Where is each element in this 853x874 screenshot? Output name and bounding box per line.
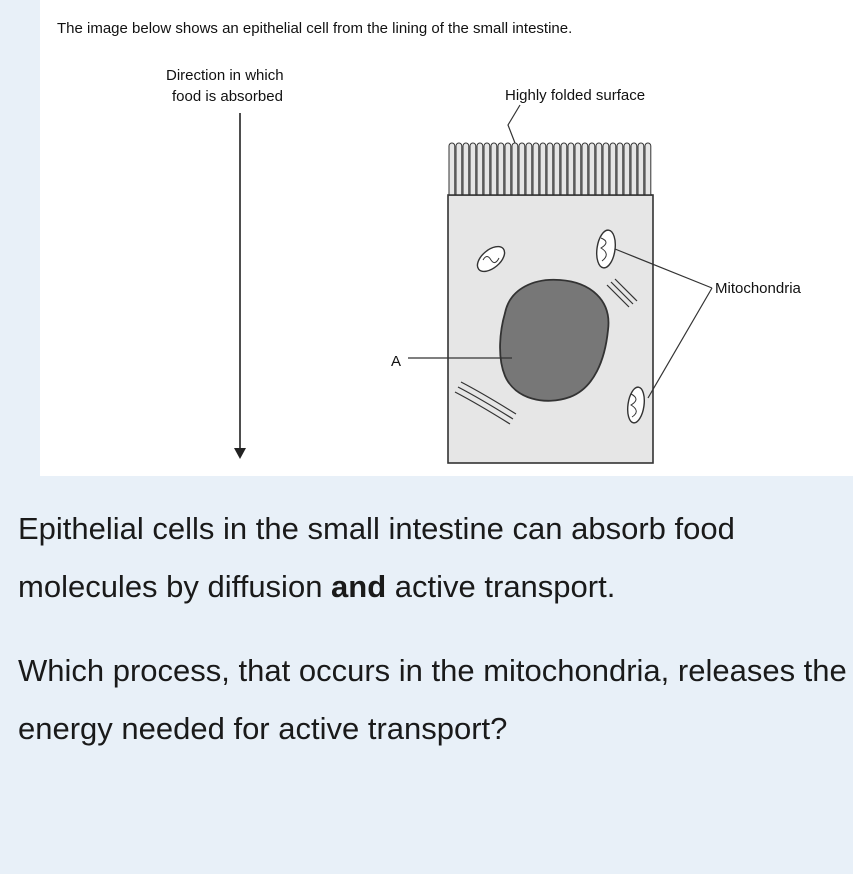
microvillus <box>644 142 652 195</box>
direction-label-line2: food is absorbed <box>172 88 283 105</box>
intro-text-part2: active transport. <box>386 569 616 604</box>
microvillus <box>602 142 610 195</box>
mitochondrion-icon <box>476 245 506 273</box>
direction-arrow <box>234 113 246 459</box>
microvilli <box>448 142 652 196</box>
microvillus <box>609 142 617 195</box>
microvillus <box>553 142 561 195</box>
microvillus <box>560 142 568 195</box>
cell-diagram: The image below shows an epithelial cell… <box>57 20 802 464</box>
intro-text-part1: Epithelial cells in the small intestine … <box>18 511 735 604</box>
mitochondria-label: Mitochondria <box>715 280 802 297</box>
microvillus <box>616 142 624 195</box>
question-area: Epithelial cells in the small intestine … <box>18 500 848 758</box>
question-prompt: Which process, that occurs in the mitoch… <box>18 653 847 746</box>
microvillus <box>511 142 519 195</box>
microvillus <box>623 142 631 195</box>
microvillus <box>462 142 470 195</box>
microvillus <box>504 142 512 195</box>
mitochondria-leader-upper <box>614 248 713 289</box>
nucleus <box>499 278 610 402</box>
direction-label-line1: Direction in which <box>166 67 284 84</box>
surface-leader-line <box>507 104 521 144</box>
mitochondrion-cross-section <box>454 381 517 425</box>
microvillus <box>455 142 463 195</box>
nucleus-label-a: A <box>391 353 401 370</box>
microvillus <box>483 142 491 195</box>
mitochondrion-cross-section <box>606 278 638 308</box>
microvillus <box>574 142 582 195</box>
intro-paragraph: Epithelial cells in the small intestine … <box>18 500 848 616</box>
microvillus <box>469 142 477 195</box>
microvillus <box>448 142 456 195</box>
epithelial-cell <box>447 142 654 464</box>
microvillus <box>588 142 596 195</box>
mitochondrion-icon <box>626 386 646 424</box>
microvillus <box>532 142 540 195</box>
microvillus <box>595 142 603 195</box>
microvillus <box>567 142 575 195</box>
intro-bold-and: and <box>331 569 387 604</box>
microvillus <box>630 142 638 195</box>
figure-caption: The image below shows an epithelial cell… <box>57 20 572 37</box>
microvillus <box>637 142 645 195</box>
microvillus <box>546 142 554 195</box>
microvillus <box>490 142 498 195</box>
figure-panel <box>40 0 853 476</box>
microvillus <box>518 142 526 195</box>
microvillus <box>525 142 533 195</box>
microvillus <box>539 142 547 195</box>
microvillus <box>476 142 484 195</box>
microvillus <box>497 142 505 195</box>
mitochondrion-icon <box>596 229 616 269</box>
microvillus <box>581 142 589 195</box>
mitochondria-leader-lower <box>647 287 713 399</box>
surface-label: Highly folded surface <box>505 87 645 104</box>
